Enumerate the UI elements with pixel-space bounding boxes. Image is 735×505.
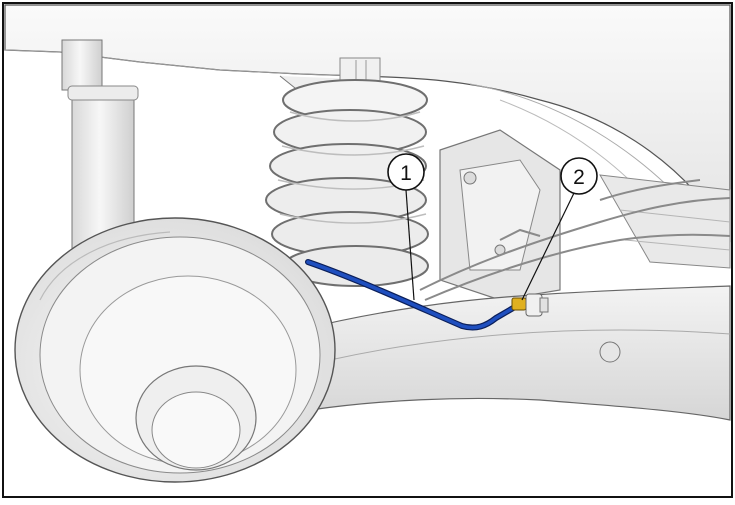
brake-line — [305, 259, 523, 331]
brake-line-fitting — [511, 293, 549, 317]
callout-1: 1 — [387, 153, 425, 301]
callout-2-label: 2 — [573, 166, 585, 189]
axle-bracket — [439, 129, 561, 301]
callout-1-label: 1 — [400, 162, 412, 185]
brake-hoses — [419, 179, 731, 301]
brake-line-highlight — [306, 260, 522, 330]
axle-beam — [299, 285, 731, 421]
coil-spring — [265, 57, 429, 287]
figure-border — [2, 2, 733, 498]
brake-drum — [14, 217, 336, 483]
callout-2: 2 — [521, 157, 598, 301]
